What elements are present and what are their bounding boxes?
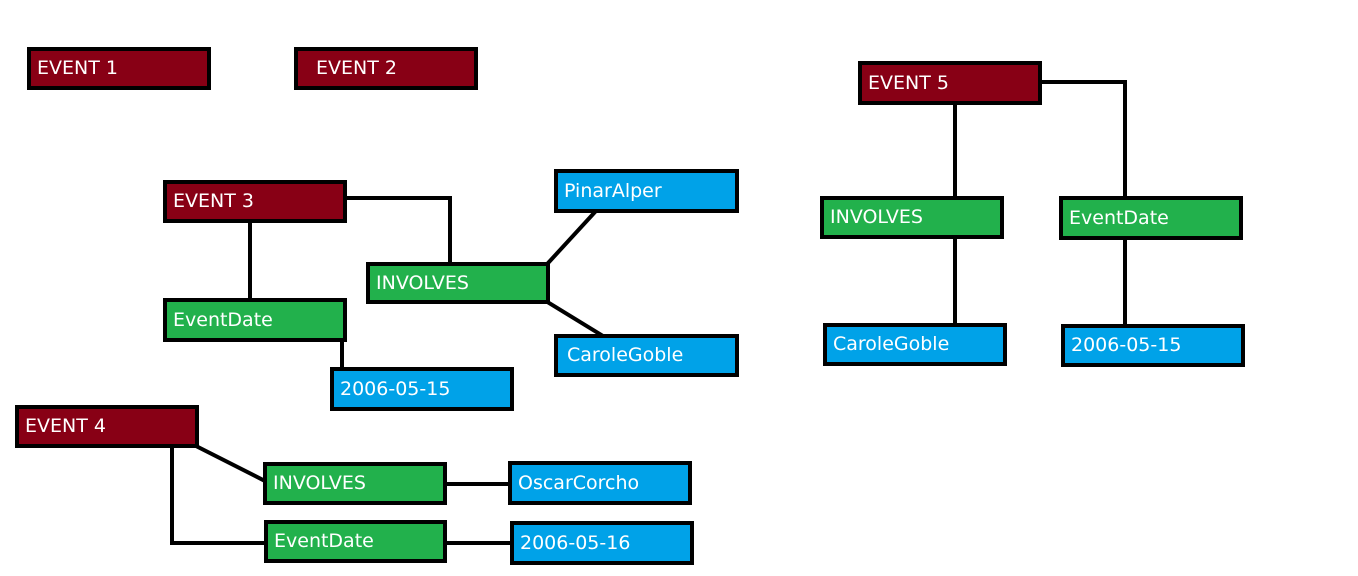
event-4-person-oscarcorcho-node: OscarCorcho <box>508 461 692 505</box>
event-5-eventdate-node: EventDate <box>1059 196 1243 240</box>
event-1-node: EVENT 1 <box>27 47 211 90</box>
event-5-involves-node: INVOLVES <box>820 196 1004 239</box>
event-3-date-node: 2006-05-15 <box>330 367 514 411</box>
event-4-date-node: 2006-05-16 <box>510 521 694 565</box>
event-3-person-pinaralper-node: PinarAlper <box>554 169 739 213</box>
event-5-person-carolegoble-node: CaroleGoble <box>823 323 1007 366</box>
event-3-involves-node: INVOLVES <box>366 262 550 304</box>
event-4-eventdate-node: EventDate <box>264 520 447 563</box>
event-5-date-node: 2006-05-15 <box>1061 324 1245 367</box>
connector-event3-involves <box>344 196 452 267</box>
event-3-eventdate-node: EventDate <box>163 298 347 342</box>
connector-involves-pinaralper <box>546 209 598 265</box>
event-4-node: EVENT 4 <box>15 405 199 448</box>
connector-involves-carolegoble <box>546 300 606 339</box>
event-2-node: EVENT 2 <box>294 47 478 90</box>
event-4-involves-node: INVOLVES <box>263 462 447 505</box>
event-3-person-carolegoble-node: CaroleGoble <box>554 334 739 377</box>
connector-event4-eventdate <box>170 445 268 545</box>
event-3-node: EVENT 3 <box>163 180 347 223</box>
connector-event5-eventdate <box>1039 80 1127 200</box>
connector-event4-involves <box>195 444 268 484</box>
event-5-node: EVENT 5 <box>858 61 1042 105</box>
